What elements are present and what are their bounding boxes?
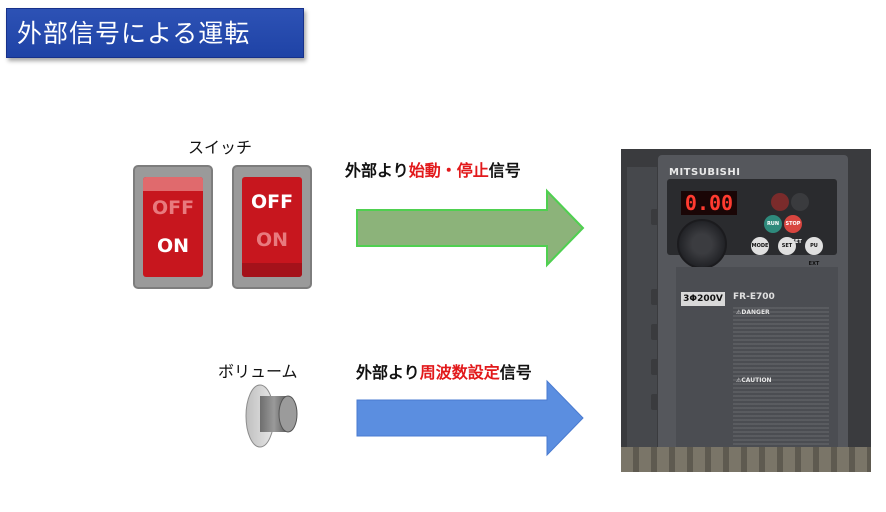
switch-rocker: OFF ON: [143, 177, 203, 277]
start-stop-arrow: [356, 188, 585, 268]
caption-suffix: 信号: [488, 161, 521, 180]
model-label: FR-E700: [733, 292, 775, 302]
switch-on-text: ON: [255, 229, 289, 251]
pu-ext-button: PU EXT: [805, 237, 823, 267]
switch-label: スイッチ: [188, 138, 253, 157]
frequency-display: 0.00: [681, 191, 737, 215]
caption-highlight: 始動・停止: [408, 161, 489, 180]
frequency-arrow: [356, 379, 584, 457]
voltage-label: 3Φ200V: [681, 292, 725, 306]
run-button: RUN: [764, 215, 782, 233]
caption-suffix: 信号: [499, 363, 532, 382]
inverter-photo: MITSUBISHI 0.00 RUN STOP RESET MODE SET …: [621, 149, 871, 472]
start-stop-caption: 外部より始動・停止信号: [345, 157, 521, 181]
switch-on-state[interactable]: OFF ON: [133, 165, 213, 289]
mode-button: MODE: [751, 237, 769, 255]
caption-prefix: 外部より: [345, 161, 409, 180]
caption-highlight: 周波数設定: [419, 363, 500, 382]
switch-off-text: OFF: [151, 197, 195, 219]
setting-dial-icon: [677, 219, 727, 269]
frequency-caption: 外部より周波数設定信号: [356, 359, 532, 383]
indicator-led: [791, 193, 809, 211]
caption-prefix: 外部より: [356, 363, 420, 382]
switch-on-text: ON: [156, 235, 190, 257]
switch-off-state[interactable]: OFF ON: [232, 165, 312, 289]
caution-label: ⚠CAUTION: [736, 377, 772, 384]
warning-sticker: [733, 307, 829, 457]
switch-rocker: OFF ON: [242, 177, 302, 277]
page-title: 外部信号による運転: [6, 8, 304, 58]
indicator-led: [771, 193, 789, 211]
set-button: SET: [778, 237, 796, 255]
volume-knob-icon[interactable]: [238, 382, 304, 450]
inverter-brand: MITSUBISHI: [669, 167, 741, 178]
danger-label: ⚠DANGER: [736, 309, 770, 316]
switch-off-text: OFF: [250, 191, 294, 213]
floor: [621, 447, 871, 472]
stop-reset-button: STOP RESET: [784, 215, 802, 245]
volume-label: ボリューム: [218, 362, 298, 381]
